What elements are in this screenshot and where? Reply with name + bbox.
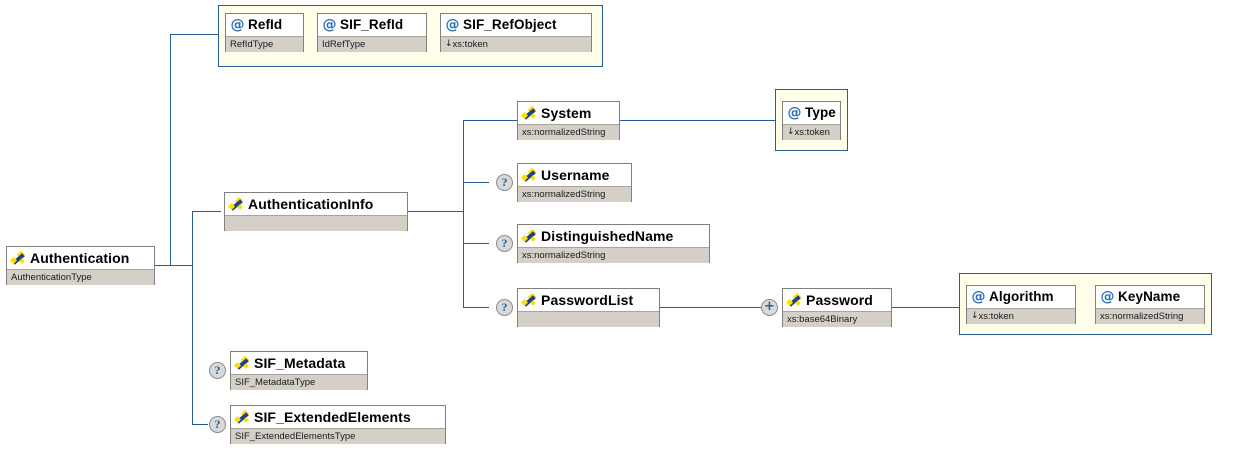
at-sign-icon: @ xyxy=(322,16,337,33)
node-sif-refobject-type: ↓xs:token xyxy=(441,36,591,52)
node-authenticationinfo-type xyxy=(225,215,407,231)
optional-marker-sif-metadata[interactable]: ? xyxy=(209,362,226,379)
node-password-name-row: Password xyxy=(783,289,891,311)
node-sif-extendedelements-label: SIF_ExtendedElements xyxy=(254,409,411,425)
optional-marker-sif-extendedelements[interactable]: ? xyxy=(209,416,226,433)
node-type-type: ↓xs:token xyxy=(783,124,840,140)
node-sif-refid-type: IdRefType xyxy=(318,36,426,52)
element-icon xyxy=(785,292,802,308)
connector-password-to-attrs xyxy=(892,307,959,308)
connector-authenticationinfo-out xyxy=(408,211,464,212)
connector-system-to-type xyxy=(620,120,775,121)
connector-stub-system xyxy=(463,120,517,121)
connector-stub-authenticationinfo xyxy=(192,211,221,212)
node-username-label: Username xyxy=(541,167,610,183)
node-sif-refid-name-row: @ SIF_RefId xyxy=(318,14,426,36)
node-password[interactable]: Password xs:base64Binary xyxy=(782,288,892,327)
node-sif-metadata[interactable]: SIF_Metadata SIF_MetadataType xyxy=(230,351,368,390)
node-passwordlist[interactable]: PasswordList xyxy=(517,288,660,327)
node-username[interactable]: Username xs:normalizedString xyxy=(517,163,632,202)
node-type[interactable]: @ Type ↓xs:token xyxy=(782,101,841,140)
node-system-name-row: System xyxy=(518,102,619,124)
optional-marker-distinguishedname[interactable]: ? xyxy=(496,235,513,252)
node-sif-extendedelements-name-row: SIF_ExtendedElements xyxy=(231,406,445,428)
node-refid-name-row: @ RefId xyxy=(226,14,303,36)
element-icon xyxy=(520,228,537,244)
node-sif-refobject-name-row: @ SIF_RefObject xyxy=(441,14,591,36)
element-icon xyxy=(233,355,250,371)
node-username-name-row: Username xyxy=(518,164,631,186)
node-username-type: xs:normalizedString xyxy=(518,186,631,202)
optional-marker-username[interactable]: ? xyxy=(496,174,513,191)
connector-children-trunk xyxy=(192,211,193,425)
element-icon xyxy=(9,250,26,266)
node-distinguishedname[interactable]: DistinguishedName xs:normalizedString xyxy=(517,224,710,263)
node-system[interactable]: System xs:normalizedString xyxy=(517,101,620,140)
node-type-label: Type xyxy=(805,105,836,120)
element-icon xyxy=(520,105,537,121)
down-arrow-glyph: ↓ xyxy=(787,127,795,137)
node-sif-refid-label: SIF_RefId xyxy=(340,17,404,32)
node-algorithm-label: Algorithm xyxy=(989,289,1054,304)
node-distinguishedname-label: DistinguishedName xyxy=(541,228,674,244)
node-sif-extendedelements[interactable]: SIF_ExtendedElements SIF_ExtendedElement… xyxy=(230,405,446,444)
connector-stub-username xyxy=(463,182,489,183)
connector-authentication-out xyxy=(155,265,192,266)
node-authentication-name-row: Authentication xyxy=(7,247,154,269)
node-keyname-label: KeyName xyxy=(1118,289,1181,304)
node-authenticationinfo-label: AuthenticationInfo xyxy=(248,196,374,212)
connector-stub-distinguishedname xyxy=(463,243,489,244)
at-sign-icon: @ xyxy=(787,104,802,121)
node-refid[interactable]: @ RefId RefIdType xyxy=(225,13,304,52)
node-keyname-name-row: @ KeyName xyxy=(1096,286,1204,308)
node-keyname-type: xs:normalizedString xyxy=(1096,308,1204,324)
node-password-type: xs:base64Binary xyxy=(783,311,891,327)
connector-passwordlist-to-password xyxy=(660,307,761,308)
node-system-type: xs:normalizedString xyxy=(518,124,619,140)
connector-attrgroup-stub xyxy=(170,34,218,35)
connector-attrgroup-riser xyxy=(170,34,171,266)
node-passwordlist-label: PasswordList xyxy=(541,292,634,308)
at-sign-icon: @ xyxy=(230,16,245,33)
at-sign-icon: @ xyxy=(445,16,460,33)
node-distinguishedname-type: xs:normalizedString xyxy=(518,247,709,263)
node-refid-label: RefId xyxy=(248,17,283,32)
at-sign-icon: @ xyxy=(1100,288,1115,305)
element-icon xyxy=(520,167,537,183)
node-keyname[interactable]: @ KeyName xs:normalizedString xyxy=(1095,285,1205,324)
connector-stub-passwordlist xyxy=(463,307,489,308)
node-sif-extendedelements-type: SIF_ExtendedElementsType xyxy=(231,428,445,444)
down-arrow-glyph: ↓ xyxy=(971,311,979,321)
node-sif-metadata-type: SIF_MetadataType xyxy=(231,374,367,390)
element-icon xyxy=(233,409,250,425)
node-sif-refobject[interactable]: @ SIF_RefObject ↓xs:token xyxy=(440,13,592,52)
node-type-name-row: @ Type xyxy=(783,102,840,124)
connector-stub-sif-extendedelements xyxy=(192,424,208,425)
node-distinguishedname-name-row: DistinguishedName xyxy=(518,225,709,247)
element-icon xyxy=(520,292,537,308)
node-sif-refid[interactable]: @ SIF_RefId IdRefType xyxy=(317,13,427,52)
element-icon xyxy=(227,196,244,212)
node-sif-refobject-label: SIF_RefObject xyxy=(463,17,557,32)
repeating-marker-password[interactable]: + xyxy=(761,299,778,316)
node-sif-metadata-name-row: SIF_Metadata xyxy=(231,352,367,374)
node-sif-metadata-label: SIF_Metadata xyxy=(254,355,346,371)
at-sign-icon: @ xyxy=(971,288,986,305)
down-arrow-glyph: ↓ xyxy=(445,39,453,49)
node-passwordlist-name-row: PasswordList xyxy=(518,289,659,311)
optional-marker-passwordlist[interactable]: ? xyxy=(496,299,513,316)
connector-authinfo-children-trunk xyxy=(463,120,464,308)
node-algorithm-type: ↓xs:token xyxy=(967,308,1075,324)
node-algorithm[interactable]: @ Algorithm ↓xs:token xyxy=(966,285,1076,324)
node-algorithm-name-row: @ Algorithm xyxy=(967,286,1075,308)
node-authenticationinfo-name-row: AuthenticationInfo xyxy=(225,193,407,215)
node-authenticationinfo[interactable]: AuthenticationInfo xyxy=(224,192,408,231)
node-authentication-label: Authentication xyxy=(30,250,130,266)
node-authentication-type: AuthenticationType xyxy=(7,269,154,285)
node-passwordlist-type xyxy=(518,311,659,327)
node-system-label: System xyxy=(541,105,592,121)
node-authentication[interactable]: Authentication AuthenticationType xyxy=(6,246,155,285)
node-password-label: Password xyxy=(806,292,873,308)
node-refid-type: RefIdType xyxy=(226,36,303,52)
